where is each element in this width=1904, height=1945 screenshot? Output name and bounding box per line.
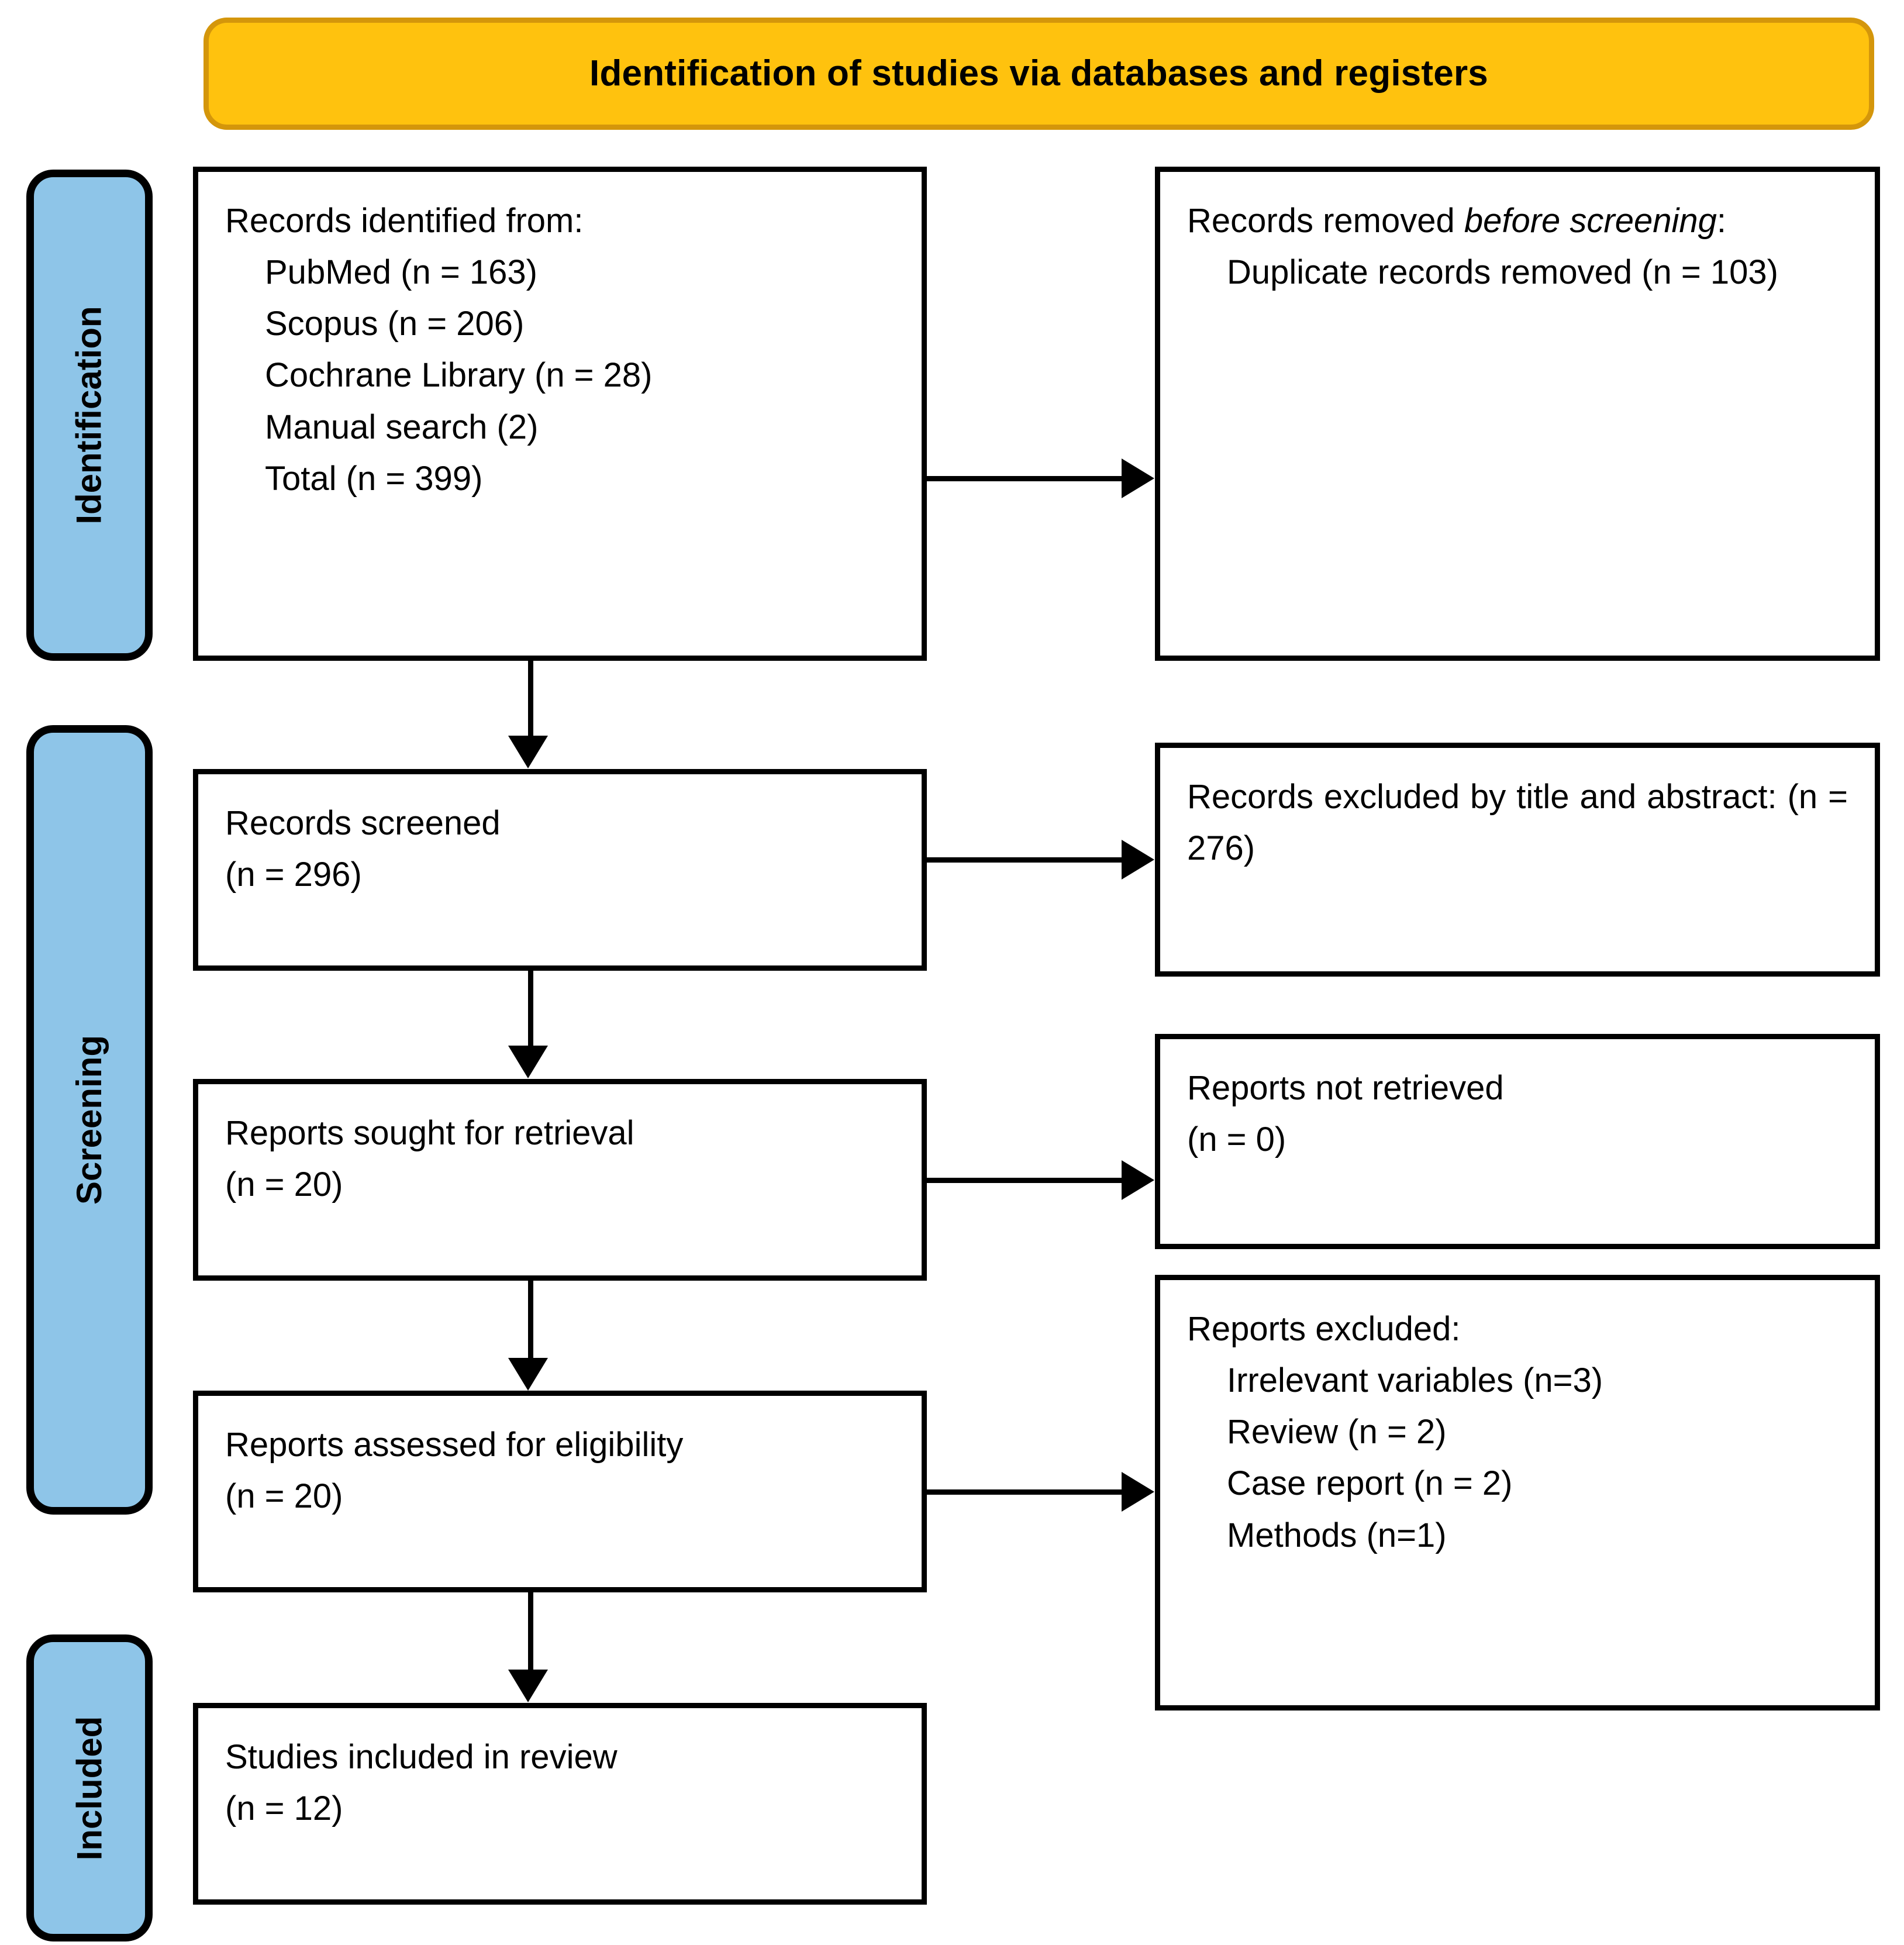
box-reports-assessed-text: Reports assessed for eligibility (n = 20… xyxy=(225,1419,895,1522)
arrowhead-assessed-to-reports-excluded xyxy=(1122,1472,1154,1512)
source-pubmed: PubMed (n = 163) xyxy=(265,253,537,292)
records-removed-heading-part1: Records removed xyxy=(1187,202,1464,240)
stage-label-included-text: Included xyxy=(70,1716,109,1860)
stage-label-identification: Identification xyxy=(26,170,153,661)
arrowhead-screened-to-excluded xyxy=(1122,840,1154,880)
connector-identified-to-screened xyxy=(528,661,533,737)
stage-label-identification-text: Identification xyxy=(70,306,109,525)
reason-irrelevant-variables: Irrelevant variables (n=3) xyxy=(1227,1361,1603,1400)
box-records-identified-text: Records identified from: PubMed (n = 163… xyxy=(225,195,895,505)
connector-sought-to-assessed xyxy=(528,1281,533,1359)
box-records-removed: Records removed before screening: Duplic… xyxy=(1155,167,1880,661)
arrowhead-sought-to-assessed xyxy=(508,1358,548,1391)
box-records-screened: Records screened (n = 296) xyxy=(193,769,927,971)
connector-screened-to-excluded xyxy=(927,857,1123,863)
box-studies-included: Studies included in review (n = 12) xyxy=(193,1703,927,1905)
box-records-identified: Records identified from: PubMed (n = 163… xyxy=(193,167,927,661)
reports-assessed-count: (n = 20) xyxy=(225,1477,343,1516)
box-reports-not-retrieved-text: Reports not retrieved (n = 0) xyxy=(1187,1063,1848,1165)
source-cochrane: Cochrane Library (n = 28) xyxy=(265,356,653,395)
connector-assessed-to-reports-excluded xyxy=(927,1489,1123,1495)
arrowhead-sought-to-not-retrieved xyxy=(1122,1160,1154,1200)
source-manual-search: Manual search (2) xyxy=(265,408,539,446)
studies-included-count: (n = 12) xyxy=(225,1789,343,1828)
records-removed-heading-colon: : xyxy=(1716,202,1727,240)
connector-screened-to-sought xyxy=(528,971,533,1047)
stage-label-screening-text: Screening xyxy=(70,1034,109,1205)
source-total: Total (n = 399) xyxy=(265,459,483,498)
reports-not-retrieved-label: Reports not retrieved xyxy=(1187,1069,1504,1107)
page-title: Identification of studies via databases … xyxy=(589,53,1488,94)
box-reports-sought: Reports sought for retrieval (n = 20) xyxy=(193,1079,927,1281)
reports-sought-count: (n = 20) xyxy=(225,1165,343,1204)
reports-assessed-label: Reports assessed for eligibility xyxy=(225,1426,684,1464)
reports-sought-label: Reports sought for retrieval xyxy=(225,1114,634,1152)
reports-excluded-heading: Reports excluded: xyxy=(1187,1310,1461,1348)
box-records-screened-text: Records screened (n = 296) xyxy=(225,798,895,901)
arrowhead-assessed-to-included xyxy=(508,1670,548,1702)
stage-label-screening: Screening xyxy=(26,725,153,1515)
studies-included-label: Studies included in review xyxy=(225,1738,618,1776)
box-reports-assessed: Reports assessed for eligibility (n = 20… xyxy=(193,1391,927,1592)
records-removed-heading: Records removed before screening: xyxy=(1187,195,1848,247)
box-reports-excluded-text: Reports excluded: Irrelevant variables (… xyxy=(1187,1303,1848,1561)
arrowhead-identified-to-removed xyxy=(1122,458,1154,498)
records-screened-count: (n = 296) xyxy=(225,856,362,894)
stage-label-included: Included xyxy=(26,1634,153,1941)
connector-identified-to-removed xyxy=(927,476,1123,481)
records-identified-heading: Records identified from: xyxy=(225,202,584,240)
connector-sought-to-not-retrieved xyxy=(927,1178,1123,1183)
box-reports-excluded: Reports excluded: Irrelevant variables (… xyxy=(1155,1275,1880,1711)
box-reports-sought-text: Reports sought for retrieval (n = 20) xyxy=(225,1108,895,1211)
duplicate-records-removed: Duplicate records removed (n = 103) xyxy=(1227,253,1778,292)
records-screened-label: Records screened xyxy=(225,804,501,842)
reports-not-retrieved-count: (n = 0) xyxy=(1187,1120,1286,1159)
records-removed-heading-emphasis: before screening xyxy=(1464,202,1717,240)
box-studies-included-text: Studies included in review (n = 12) xyxy=(225,1732,895,1834)
reason-methods: Methods (n=1) xyxy=(1227,1516,1447,1554)
records-excluded-title-abstract-text: Records excluded by title and abstract: … xyxy=(1187,778,1848,868)
diagram-header-banner: Identification of studies via databases … xyxy=(203,18,1874,130)
arrowhead-identified-to-screened xyxy=(508,736,548,768)
connector-assessed-to-included xyxy=(528,1592,533,1671)
reason-review: Review (n = 2) xyxy=(1227,1413,1447,1451)
source-scopus: Scopus (n = 206) xyxy=(265,305,525,343)
box-records-excluded-title-abstract: Records excluded by title and abstract: … xyxy=(1155,743,1880,977)
box-reports-not-retrieved: Reports not retrieved (n = 0) xyxy=(1155,1034,1880,1249)
reason-case-report: Case report (n = 2) xyxy=(1227,1464,1513,1503)
arrowhead-screened-to-sought xyxy=(508,1046,548,1078)
